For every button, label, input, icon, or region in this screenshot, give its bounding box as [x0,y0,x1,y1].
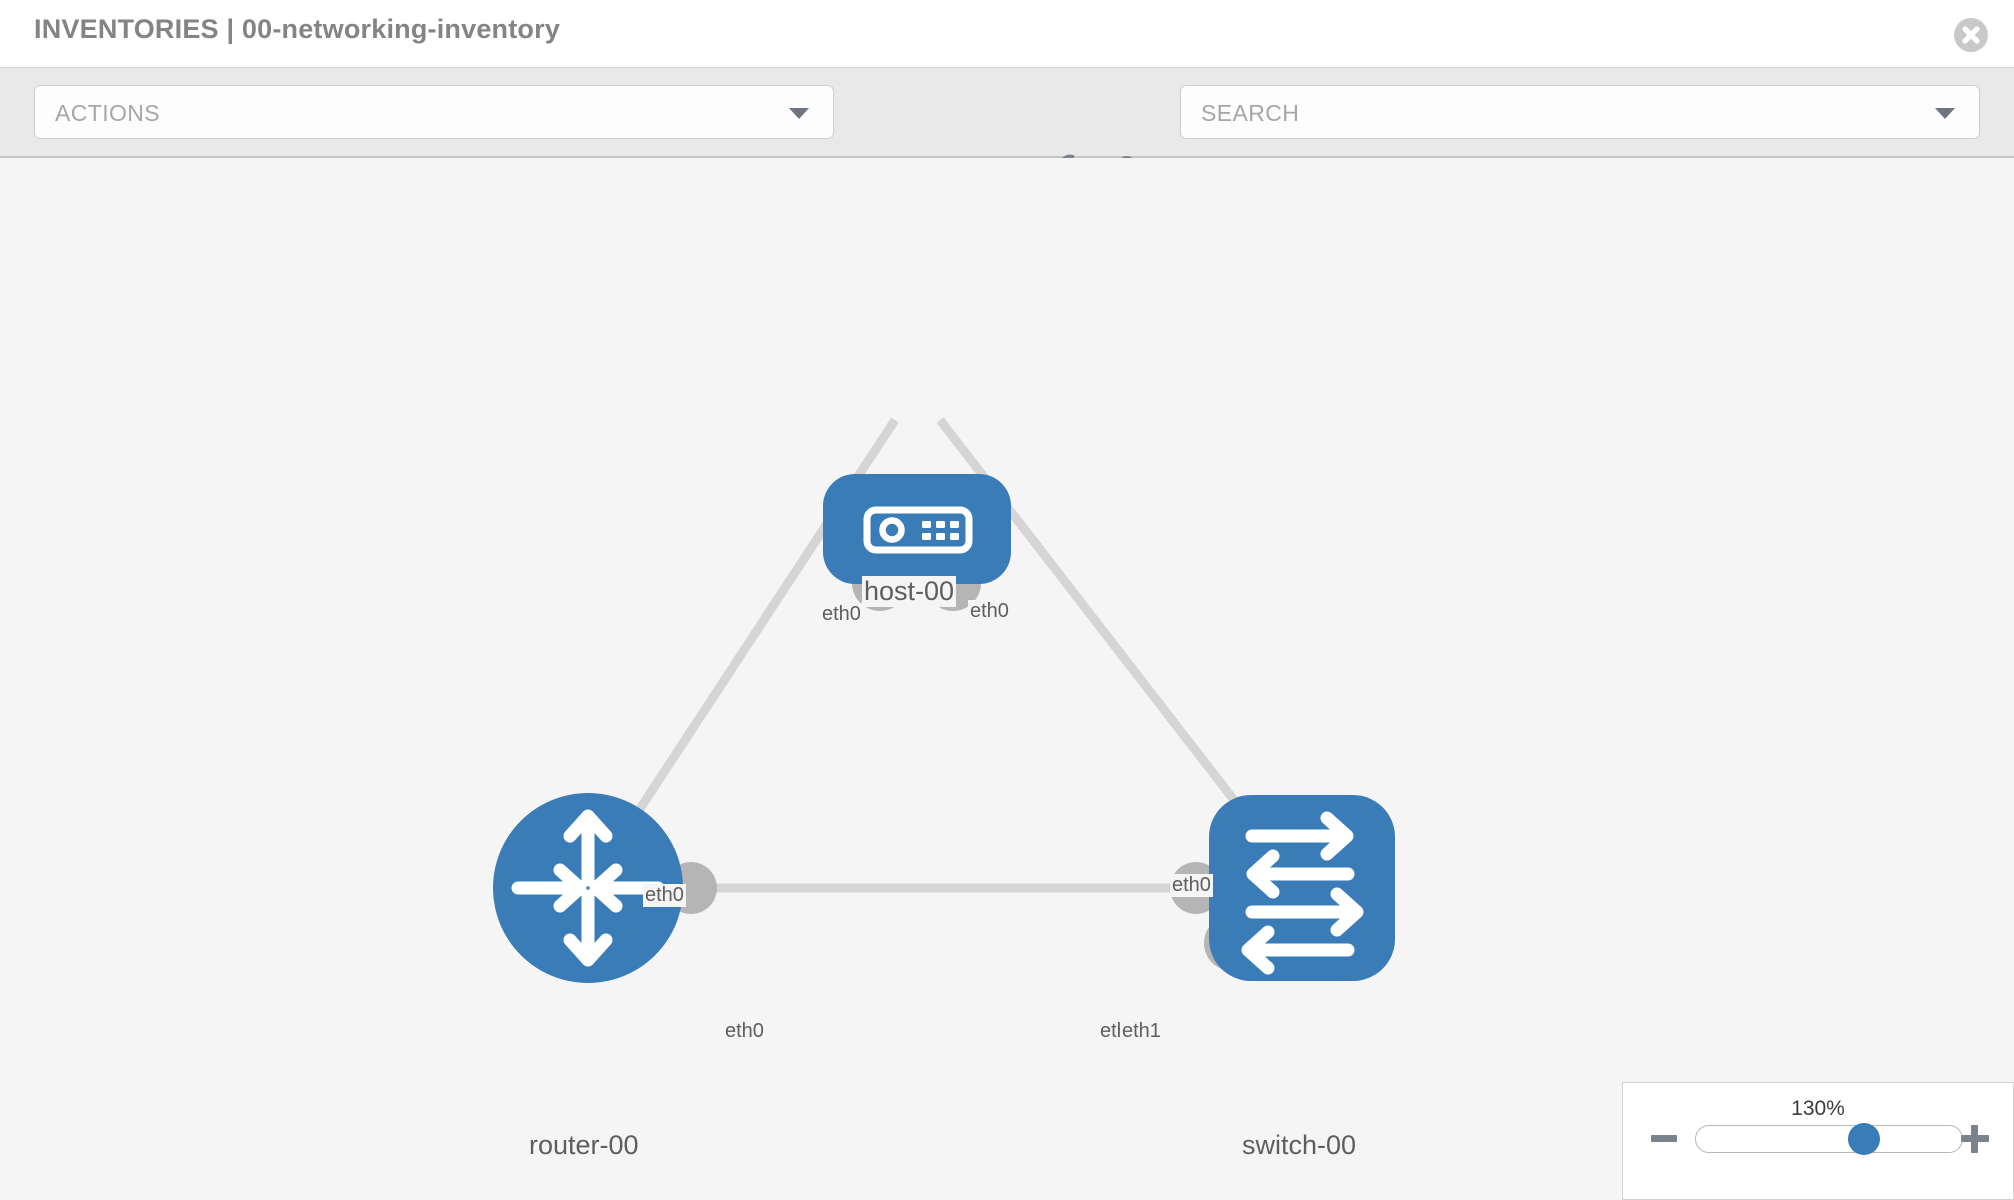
zoom-in-button[interactable] [1961,1125,1989,1153]
actions-dropdown-label: ACTIONS [55,100,161,126]
close-icon[interactable] [1954,18,1988,52]
topology-endpoints [665,555,1260,971]
iface-label-switch-left-b: eth1 [1120,1020,1163,1043]
chevron-down-icon[interactable] [1935,108,1955,119]
iface-label-host-right: eth0 [968,600,1011,623]
topology-canvas[interactable]: host-00 router-00 switch-00 eth0 eth0 et… [0,158,2014,1200]
node-label-router: router-00 [527,1130,641,1161]
zoom-slider[interactable] [1695,1123,1963,1155]
title-bar: INVENTORIES | 00-networking-inventory [0,0,2014,68]
switch-arrows-icon [1241,811,1364,975]
server-icon [863,506,973,554]
node-switch-00 [1209,795,1395,981]
toolbar: ACTIONS SEARCH [0,68,2014,187]
page-title: INVENTORIES | 00-networking-inventory [34,14,561,44]
search-input[interactable]: SEARCH [1180,85,1980,139]
node-router-00 [493,793,683,983]
iface-label-router-upper: eth0 [643,884,686,907]
zoom-level-value: 130% [1791,1097,1845,1120]
actions-dropdown[interactable]: ACTIONS [34,85,834,139]
zoom-out-button[interactable] [1651,1135,1677,1142]
node-host-00 [823,474,1011,584]
iface-label-router-right: eth0 [723,1020,766,1043]
iface-label-host-left: eth0 [820,603,863,626]
node-label-switch: switch-00 [1240,1130,1359,1161]
node-label-host: host-00 [862,576,957,607]
router-arrows-icon [511,809,665,967]
iface-label-switch-upper: eth0 [1170,874,1213,897]
zoom-slider-thumb[interactable] [1848,1123,1880,1155]
zoom-control-panel: 130% [1622,1082,2014,1200]
chevron-down-icon [789,108,809,119]
search-placeholder: SEARCH [1201,100,1300,126]
